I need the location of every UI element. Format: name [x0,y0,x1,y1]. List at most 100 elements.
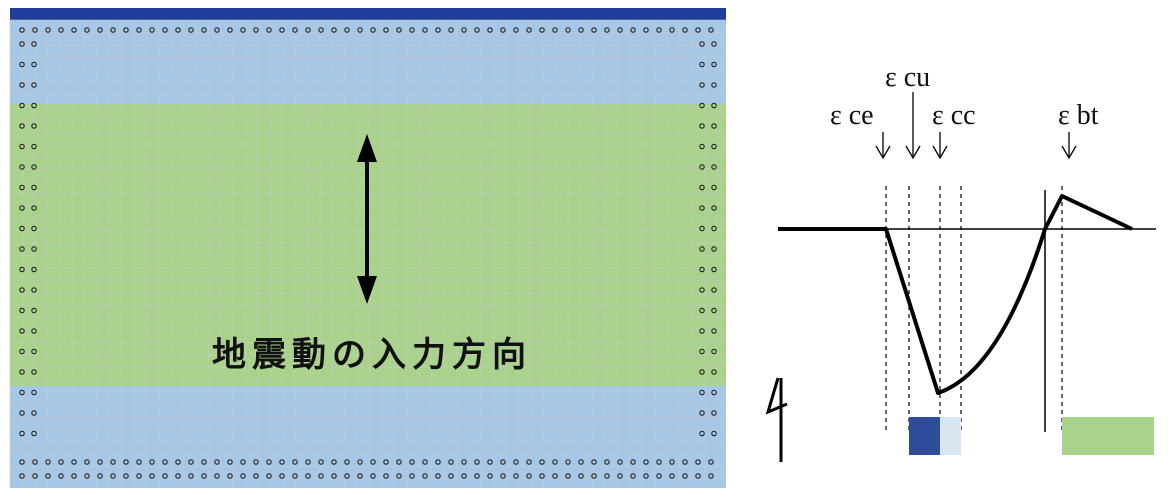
mesh-node [19,266,25,273]
mesh-node [149,27,155,33]
mesh-node [422,27,428,33]
mesh-node [699,287,705,293]
mesh-node [19,184,25,191]
mesh-node [136,27,142,33]
mesh-node [227,27,233,33]
mesh-node [711,102,717,109]
mesh-node [682,473,688,479]
mesh-node [370,473,376,479]
mesh-node [344,27,350,33]
mesh-node [699,41,705,47]
mesh-node [19,27,25,33]
mesh-node [19,61,25,68]
mesh-node [711,246,717,252]
mesh-node [19,459,25,465]
mesh-node [123,27,129,33]
mesh-node [699,61,705,68]
mesh-node [552,473,558,479]
mesh-node [487,27,493,33]
mesh-node [19,410,25,416]
mesh-node [305,27,311,33]
mesh-node [539,473,545,479]
mesh-node [699,348,705,355]
mesh-node [344,459,350,465]
mesh-node [617,459,623,465]
mesh-node [699,102,705,109]
mesh-nodes [19,27,717,479]
mesh-node [461,459,467,465]
mesh-node [318,473,324,479]
mesh-node [552,27,558,33]
mesh-node [19,123,25,129]
mesh-node [699,389,705,396]
mesh-node [461,473,467,479]
pointer-cu-icon [905,92,921,160]
mesh-node [318,27,324,33]
mesh-node [240,473,246,479]
mesh-node [19,164,25,170]
mesh-node [699,205,705,211]
mesh-node [711,164,717,170]
mesh-node [711,287,717,293]
mesh-node [604,27,610,33]
mesh-node [699,430,705,437]
mesh-node [643,27,649,33]
mesh-node [539,459,545,465]
mesh-node [630,473,636,479]
pointer-cc-icon [932,132,948,160]
mesh-node [19,225,25,232]
mesh-node [643,459,649,465]
mesh-node [695,27,701,33]
mesh-node [604,459,610,465]
mesh-node [699,266,705,273]
mesh-node [711,369,717,375]
mesh-node [578,459,584,465]
mesh-node [71,473,77,479]
mesh-node [253,459,259,465]
mesh-node [162,473,168,479]
mesh-node [136,473,142,479]
mesh-node [699,164,705,170]
mesh-node [110,473,116,479]
mesh-node [565,459,571,465]
mesh-node [656,459,662,465]
mesh-node [699,369,705,375]
mesh-node [699,328,705,334]
input-direction-label: 地震動の入力方向 [212,335,532,375]
mesh-node [669,27,675,33]
mesh-node [84,459,90,465]
mesh-node [266,27,272,33]
mesh-node [32,27,38,33]
mesh-node [331,473,337,479]
mesh-node [31,369,37,375]
mesh-node [266,459,272,465]
mesh-node [487,459,493,465]
mesh-node [448,27,454,33]
mesh-node [201,27,207,33]
swatch-cover-concrete [909,417,940,455]
mesh-node [31,102,37,109]
mesh-node [656,27,662,33]
mesh-node [695,473,701,479]
mesh-node [19,82,25,88]
mesh-node [383,459,389,465]
mesh-node [31,266,37,273]
mesh-node [682,27,688,33]
mesh-node [31,225,37,232]
mesh-node [695,459,701,465]
mesh-node [604,473,610,479]
mesh-node [591,27,597,33]
mesh-node [58,473,64,479]
label-cu: ε cu [885,62,930,93]
mesh-node [279,473,285,479]
mesh-node [19,389,25,396]
mesh-node [175,459,181,465]
mesh-node [19,369,25,375]
mesh-node [227,473,233,479]
mesh-node [539,27,545,33]
mesh-node [318,459,324,465]
mesh-node [110,27,116,33]
mesh-node [500,27,506,33]
mesh-node [201,459,207,465]
mesh-node [699,143,705,150]
